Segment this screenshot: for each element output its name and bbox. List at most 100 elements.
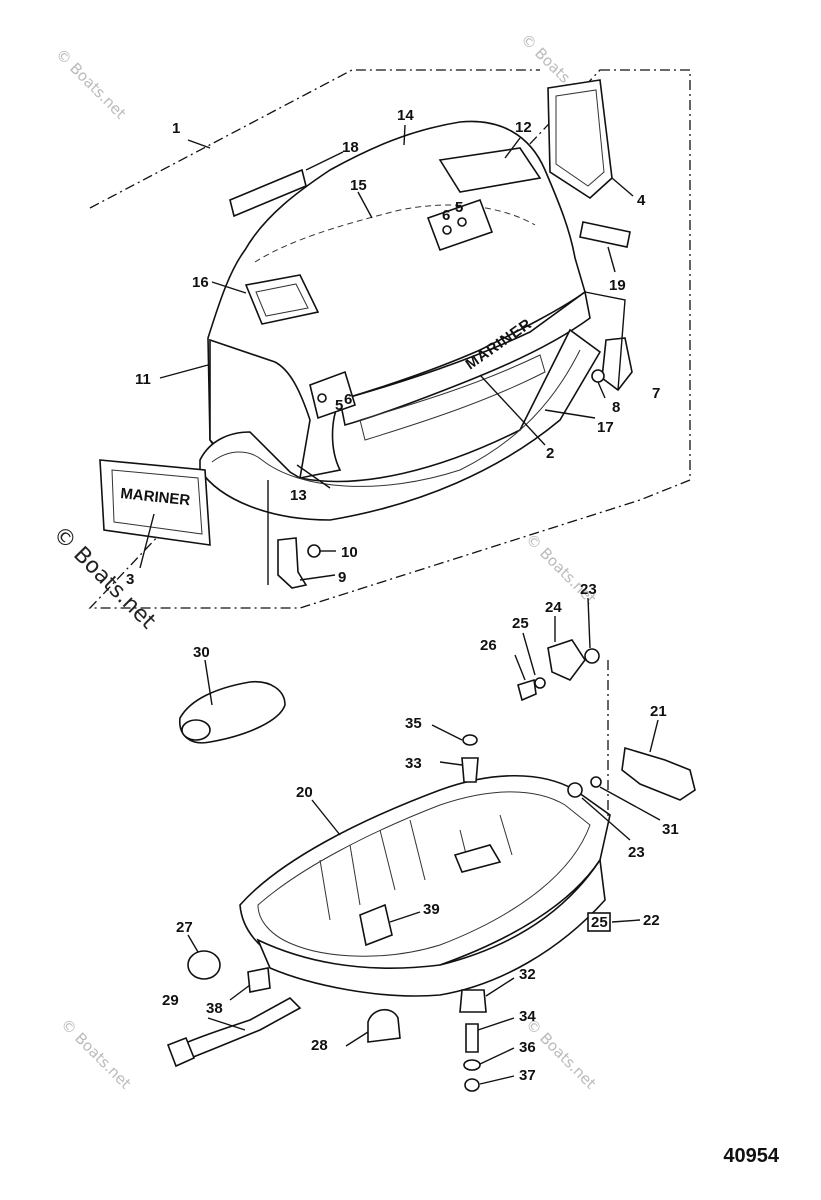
callout-23a: 23 <box>580 581 597 598</box>
callout-35: 35 <box>405 715 422 732</box>
callout-21: 21 <box>650 703 667 720</box>
decal-18 <box>229 168 307 218</box>
top-cowl-vent-inner <box>255 283 309 317</box>
fastener-top-a <box>442 225 452 235</box>
callout-34: 34 <box>519 1008 536 1025</box>
callout-30: 30 <box>193 644 210 661</box>
nut-37 <box>464 1078 480 1092</box>
grommet-39 <box>359 903 393 947</box>
callout-11: 11 <box>135 371 151 388</box>
watermark-bottom-left: © Boats.net <box>57 1015 135 1093</box>
decal-22-box <box>587 912 611 932</box>
top-cowl-body <box>207 120 586 479</box>
access-door-4 <box>547 79 613 200</box>
sleeve-30-end <box>181 719 211 741</box>
callout-27: 27 <box>176 919 193 936</box>
callout-38: 38 <box>206 1000 223 1017</box>
callout-33: 33 <box>405 755 422 772</box>
lever-21 <box>621 746 696 801</box>
top-cowl-band-2 <box>339 290 591 427</box>
nut-23-bottom <box>567 782 583 798</box>
decal-19 <box>579 221 631 248</box>
callout-4: 4 <box>637 192 646 209</box>
callout-10: 10 <box>341 544 358 561</box>
connector-29 <box>166 1036 196 1068</box>
decal-22: 25 <box>587 912 611 932</box>
callout-17: 17 <box>597 419 614 436</box>
callout-28: 28 <box>311 1037 328 1054</box>
latch-bracket-9 <box>277 537 308 589</box>
callout-31: 31 <box>662 821 679 838</box>
callout-16: 16 <box>192 274 209 291</box>
plug-27 <box>187 950 221 980</box>
callout-2: 2 <box>546 445 554 462</box>
callout-14: 14 <box>397 107 414 124</box>
callout-20: 20 <box>296 784 313 801</box>
callout-7: 7 <box>652 385 660 402</box>
callout-29: 29 <box>162 992 179 1009</box>
callout-25: 25 <box>512 615 529 632</box>
bottom-cowl <box>239 774 611 997</box>
callout-26: 26 <box>480 637 497 654</box>
callout-15: 15 <box>350 177 367 194</box>
bottom-cowl-ribs <box>319 814 513 921</box>
callout-36: 36 <box>519 1039 536 1056</box>
watermark-main: © Boats.net <box>48 522 161 635</box>
callout-19: 19 <box>609 277 626 294</box>
access-door-inner <box>555 89 605 187</box>
callout-3: 3 <box>126 571 134 588</box>
callout-23b: 23 <box>628 844 645 861</box>
top-cowl-assembly-outline <box>88 69 691 609</box>
bracket-24 <box>547 639 586 681</box>
callout-37: 37 <box>519 1067 536 1084</box>
stud-34 <box>465 1023 479 1053</box>
mount-32 <box>459 989 487 1013</box>
bushing-33 <box>461 757 479 783</box>
center-mount <box>453 844 502 873</box>
washer-36 <box>463 1059 481 1071</box>
screw-8 <box>591 369 605 383</box>
top-cowl-plate-12 <box>438 147 542 193</box>
top-cowl-seal-15 <box>254 204 536 263</box>
callout-18: 18 <box>342 139 359 156</box>
fastener-plate-front <box>309 370 356 420</box>
callout-6b: 6 <box>344 391 352 408</box>
callout-6a: 6 <box>442 207 450 224</box>
callout-32: 32 <box>519 966 536 983</box>
bottom-cowl-rim <box>257 791 591 957</box>
decal-3-inner <box>111 469 203 535</box>
grommet-28 <box>367 1009 401 1043</box>
nut-35 <box>462 734 478 746</box>
decal-38 <box>247 967 271 993</box>
nut-23-top <box>584 648 600 664</box>
callout-1: 1 <box>172 120 180 137</box>
callout-13: 13 <box>290 487 307 504</box>
callout-12: 12 <box>515 119 532 136</box>
callout-24: 24 <box>545 599 562 616</box>
washer-25 <box>534 677 546 689</box>
callout-39: 39 <box>423 901 440 918</box>
fastener-front-a <box>317 393 327 403</box>
harness-29 <box>168 997 302 1063</box>
decal-3: MARINER <box>99 459 211 546</box>
washer-31 <box>590 776 602 788</box>
bottom-cowl-skirt <box>256 857 606 997</box>
callout-5b: 5 <box>335 397 343 414</box>
figure-number: 40954 <box>723 1145 779 1167</box>
latch-bracket-7 <box>601 337 633 392</box>
decal-22-text: 25 <box>591 914 608 931</box>
lower-seal-17 <box>199 328 602 521</box>
fastener-top-b <box>457 217 467 227</box>
leader-lines <box>139 124 661 1085</box>
callout-9: 9 <box>338 569 346 586</box>
callout-labels: 1 14 12 18 15 5 6 16 11 5 6 4 19 7 8 17 … <box>126 107 679 1084</box>
screw-26 <box>517 678 537 702</box>
callout-5a: 5 <box>455 199 463 216</box>
watermark-top-left: © Boats.net <box>52 45 130 123</box>
top-cowl-band-window <box>359 354 546 441</box>
callout-8: 8 <box>612 399 620 416</box>
screw-10 <box>307 544 321 558</box>
lower-seal-inner <box>211 349 581 487</box>
callout-22: 22 <box>643 912 660 929</box>
